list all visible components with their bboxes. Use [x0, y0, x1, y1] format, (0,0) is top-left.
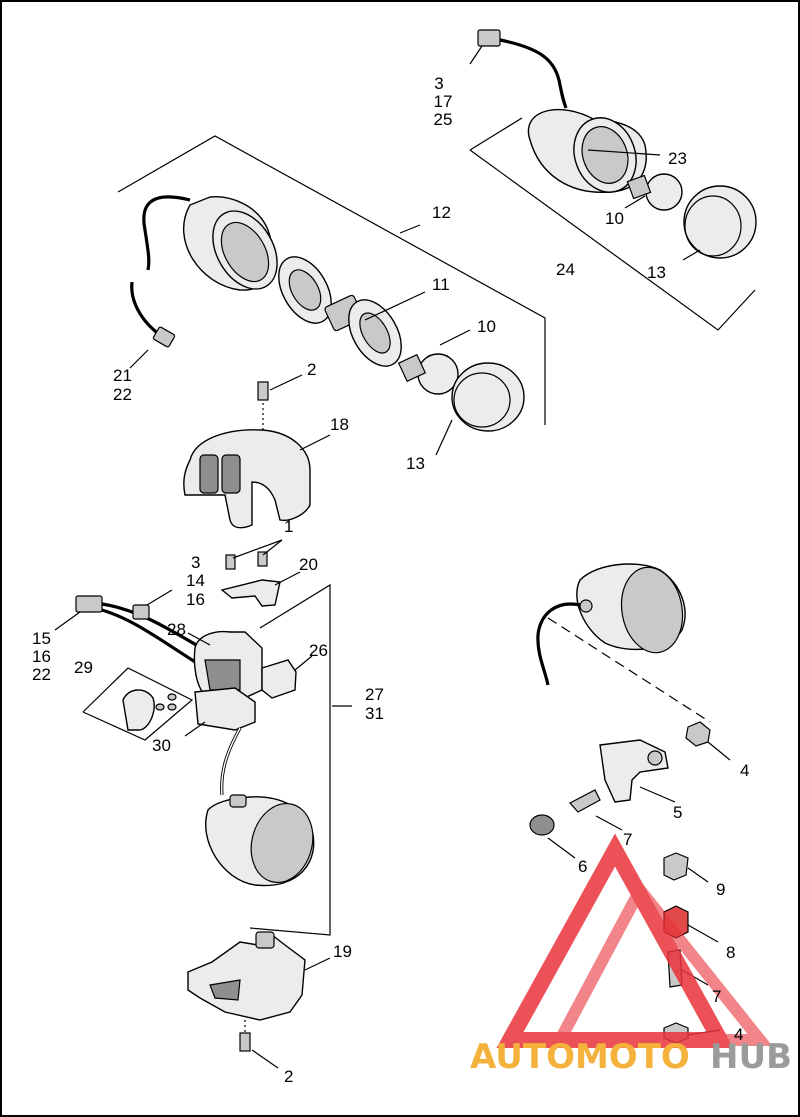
callout-30: 30 [152, 736, 171, 755]
callout-23: 23 [668, 149, 687, 168]
connector-socket [132, 604, 150, 620]
callout-7: 7 [623, 830, 632, 849]
connector-plug [477, 29, 501, 47]
callout-11: 11 [432, 275, 450, 294]
callout-6: 6 [578, 857, 587, 876]
front-turn-signal-assembly [117, 135, 546, 456]
nut [663, 852, 689, 881]
callout-8: 8 [726, 943, 735, 962]
callout-9: 9 [716, 880, 725, 899]
callout-10: 10 [605, 209, 624, 228]
screw [239, 1032, 251, 1052]
callout-18: 18 [330, 415, 349, 434]
callout-14: 14 [186, 571, 205, 590]
callout-2: 2 [307, 360, 316, 379]
switch-housing-lower [187, 931, 331, 1069]
callout-13: 13 [406, 454, 425, 473]
callout-16: 16 [186, 590, 205, 609]
stud [569, 789, 601, 813]
callout-24: 24 [556, 260, 575, 279]
callout-4: 4 [740, 761, 749, 780]
mount-bracket [599, 739, 669, 803]
screw [257, 381, 269, 401]
callout-22: 22 [113, 385, 132, 404]
callout-10: 10 [477, 317, 496, 336]
switch-housing-upper [183, 374, 331, 529]
automotohub-watermark: AUTOMOTO HUB [470, 833, 792, 1077]
bracket [220, 579, 281, 607]
connector-plug [75, 595, 103, 613]
nut [685, 721, 711, 747]
rear-turn-signal-assembly [469, 29, 757, 331]
callout-16: 16 [32, 647, 51, 666]
callout-12: 12 [432, 203, 451, 222]
callout-22: 22 [32, 665, 51, 684]
callout-3: 3 [191, 553, 200, 572]
callout-13: 13 [647, 263, 666, 282]
connector-plug [152, 326, 176, 348]
callout-28: 28 [167, 620, 186, 639]
upper-housing [183, 429, 311, 529]
callout-2: 2 [284, 1067, 293, 1086]
switch-assembly [54, 539, 352, 936]
callout-4: 4 [734, 1025, 743, 1044]
callout-1: 1 [284, 517, 293, 536]
callout-27: 27 [365, 685, 384, 704]
switch-cap [122, 689, 155, 731]
grommet [529, 814, 555, 836]
logo-text-automoto: AUTOMOTO [470, 1037, 690, 1077]
callout-19: 19 [333, 942, 352, 961]
callout-25: 25 [434, 110, 453, 129]
callout-15: 15 [32, 629, 51, 648]
switch-body-lower [194, 687, 256, 731]
callout-17: 17 [434, 92, 453, 111]
callout-labels: 3 17 25 23 10 24 13 12 11 10 21 22 2 18 … [32, 74, 749, 1086]
callout-3: 3 [434, 74, 443, 93]
callout-26: 26 [309, 641, 328, 660]
callout-7: 7 [712, 987, 721, 1006]
lower-housing [187, 934, 306, 1021]
callout-29: 29 [74, 658, 93, 677]
logo-text-hub: HUB [710, 1037, 792, 1077]
callout-20: 20 [299, 555, 318, 574]
callout-31: 31 [365, 704, 384, 723]
callout-21: 21 [113, 366, 132, 385]
bulb [645, 173, 683, 211]
callout-5: 5 [673, 803, 682, 822]
switch-button [261, 659, 297, 699]
